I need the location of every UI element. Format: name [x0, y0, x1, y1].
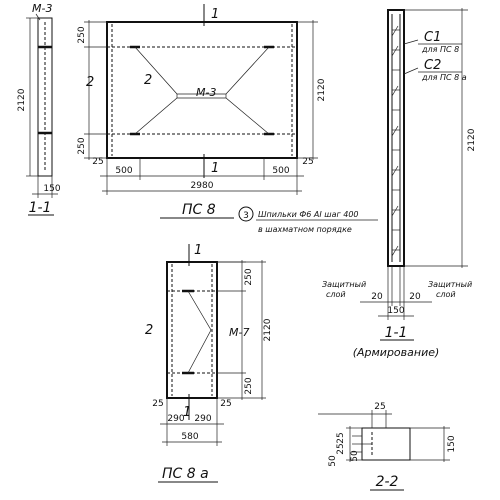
panel-ps8a-dim-height: 2120: [263, 318, 273, 341]
section-reinf-right-caption-1: Защитный: [428, 280, 472, 289]
panel-ps8-dim-bottom: 250: [77, 137, 87, 154]
section-reinf-c2-sub: для ПС 8 а: [421, 73, 467, 82]
section-1-1-small: M-3 2120 150 1-1: [17, 2, 61, 216]
panel-ps8a-dim-edge-left: 25: [152, 399, 163, 409]
section-2-2-dim-a: 25: [336, 432, 346, 443]
section-reinf-outline: [387, 9, 405, 267]
section-reinf-title: 1-1: [385, 325, 408, 341]
section-reinf-dim-left: 20: [371, 292, 383, 302]
section-reinf-c1-sub: для ПС 8: [421, 45, 459, 54]
panel-ps8a-title: ПС 8 а: [162, 466, 209, 482]
note-3: 3 Шпильки Ф6 АI шаг 400 в шахматном поря…: [238, 206, 378, 234]
panel-ps8a-dim-edge-right: 25: [220, 399, 231, 409]
section-reinf-dim-right: 20: [409, 292, 421, 302]
panel-ps8a-cut-mark-bottom: 1: [183, 405, 191, 420]
section-1-1-reinforcement: C1 для ПС 8 C2 для ПС 8 а 2120 Защитный …: [322, 8, 477, 359]
section-1-1-width-dim: 150: [43, 184, 60, 194]
panel-ps8a: 1 1 2 M-7 250 250 2120 25 25 290 290 580…: [145, 243, 273, 483]
section-2-2-dim-height: 150: [447, 435, 457, 452]
panel-ps8-side-mark-inner: 2: [144, 73, 152, 88]
panel-ps8a-dim-top: 250: [244, 268, 254, 285]
panel-ps8-cut-mark-bottom: 1: [211, 161, 219, 176]
note-3-circle: [238, 206, 254, 222]
note-3-line-1: Шпильки Ф6 АI шаг 400: [258, 210, 359, 219]
section-1-1-outline: [37, 17, 53, 177]
section-reinf-c1: C1: [424, 30, 441, 45]
section-reinf-right-caption-2: слой: [436, 290, 456, 299]
panel-ps8a-dim-half-left: 290: [167, 414, 184, 424]
section-1-1-height-dim: 2120: [17, 88, 27, 111]
panel-ps8a-dim-total: 580: [181, 432, 198, 442]
panel-ps8-dim-edge-left: 25: [92, 157, 103, 167]
section-reinf-dim-total: 150: [387, 306, 404, 316]
panel-ps8-title: ПС 8: [182, 202, 216, 218]
section-reinf-subtitle: (Армирование): [353, 346, 440, 359]
panel-ps8a-side-mark: 2: [145, 323, 153, 338]
panel-ps8a-outline: [166, 261, 218, 399]
section-2-2-dim-c: 50: [328, 455, 338, 467]
panel-ps8-outline: [106, 21, 298, 159]
panel-ps8a-cut-mark-top: 1: [194, 243, 202, 258]
panel-ps8: 1 1 2 2 M-3 250 250 2120 25 25 500 500 2…: [77, 4, 327, 219]
section-reinf-height: 2120: [467, 128, 477, 151]
panel-ps8-cut-mark-top: 1: [211, 7, 219, 22]
panel-ps8-dim-total: 2980: [191, 181, 214, 191]
panel-ps8-dim-edge-right: 25: [302, 157, 313, 167]
section-reinf-left-caption-1: Защитный: [322, 280, 366, 289]
note-3-line-2: в шахматном порядке: [258, 225, 352, 234]
section-reinf-c2: C2: [424, 58, 441, 73]
panel-ps8-dim-height: 2120: [317, 78, 327, 101]
panel-ps8-side-mark-left: 2: [86, 75, 94, 90]
section-2-2-title: 2-2: [376, 474, 399, 490]
panel-ps8-dim-top: 250: [77, 26, 87, 43]
section-reinf-left-caption-2: слой: [326, 290, 346, 299]
panel-ps8a-dim-bottom: 250: [244, 377, 254, 394]
panel-ps8a-dim-half-right: 290: [194, 414, 211, 424]
panel-ps8-dim-500-left: 500: [115, 166, 132, 176]
section-2-2-dim-d: 50: [350, 450, 360, 462]
panel-ps8a-mark: M-7: [229, 326, 249, 339]
section-1-1-title: 1-1: [29, 200, 52, 216]
section-2-2: 25 25 25 50 50 150 2-2: [318, 402, 457, 491]
panel-ps8-dim-500-right: 500: [272, 166, 289, 176]
section-2-2-dim-b: 25: [336, 443, 346, 454]
section-1-1-mark: M-3: [32, 2, 52, 15]
panel-ps8-mark: M-3: [196, 86, 216, 99]
note-3-number: 3: [243, 211, 249, 221]
section-2-2-dim-top: 25: [374, 402, 385, 412]
